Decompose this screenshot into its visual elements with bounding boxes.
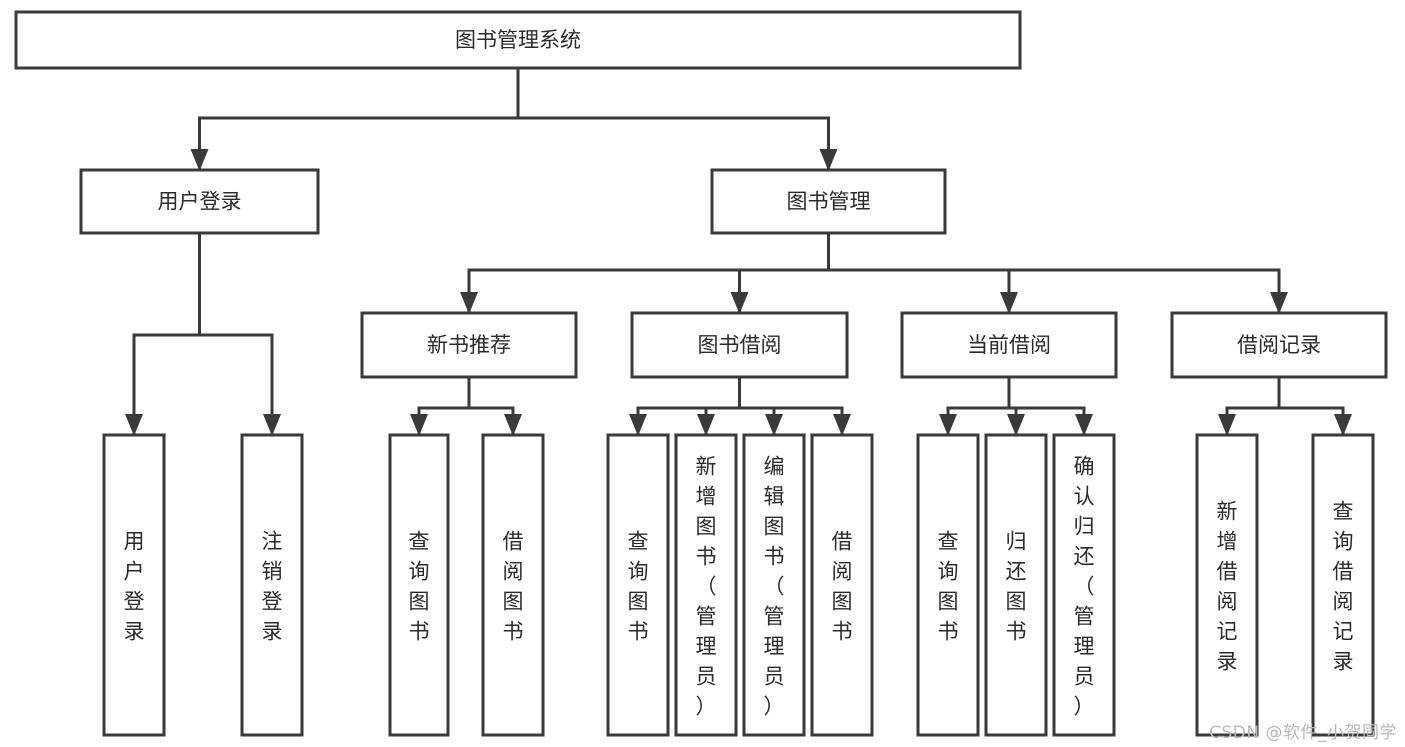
arrow-down-icon (190, 149, 209, 171)
arrow-down-icon (460, 292, 478, 314)
csdn-watermark: CSDN @软件_小贺同学 (1209, 723, 1397, 743)
arrow-down-icon (1075, 414, 1093, 436)
node-box[interactable] (1195, 433, 1259, 737)
node-l3-0[interactable]: 新书推荐 (360, 311, 578, 379)
node-label: 查询借阅记录 (1333, 499, 1354, 673)
node-leaf-7[interactable]: 借阅图书 (810, 433, 874, 737)
node-box[interactable] (79, 168, 320, 235)
arrow-down-icon (1334, 414, 1352, 436)
node-box[interactable] (360, 311, 578, 379)
arrow-down-icon (1007, 414, 1025, 436)
arrow-down-icon (504, 414, 522, 436)
node-box[interactable] (1311, 433, 1375, 737)
node-label: 新增图书（管理员） (696, 454, 717, 718)
node-l2-1[interactable]: 图书管理 (710, 168, 947, 235)
arrow-down-icon (263, 414, 281, 436)
arrow-down-icon (833, 414, 851, 436)
node-label: 新书推荐 (427, 333, 511, 357)
node-box[interactable] (900, 311, 1118, 379)
node-label: 查询图书 (409, 529, 430, 643)
node-leaf-11[interactable]: 新增借阅记录 (1195, 433, 1259, 737)
node-label: 借阅图书 (503, 529, 524, 643)
node-label: 用户登录 (158, 190, 242, 214)
node-l3-3[interactable]: 借阅记录 (1170, 311, 1388, 379)
node-box[interactable] (916, 433, 980, 737)
arrow-down-icon (939, 414, 957, 436)
node-label: 归还图书 (1006, 529, 1027, 643)
node-box[interactable] (1052, 433, 1116, 737)
node-label: 图书借阅 (698, 333, 782, 357)
node-box[interactable] (984, 433, 1048, 737)
node-leaf-1[interactable]: 注销登录 (240, 433, 304, 737)
node-leaf-9[interactable]: 归还图书 (984, 433, 1048, 737)
arrow-down-icon (1218, 414, 1236, 436)
node-label: 借阅记录 (1237, 333, 1321, 357)
arrow-down-icon (629, 414, 647, 436)
node-box[interactable] (742, 433, 806, 737)
node-label: 新增借阅记录 (1217, 499, 1238, 673)
node-label: 查询图书 (628, 529, 649, 643)
node-l3-1[interactable]: 图书借阅 (630, 311, 849, 379)
arrow-down-icon (697, 414, 715, 436)
node-box[interactable] (710, 168, 947, 235)
node-box[interactable] (102, 433, 166, 737)
node-box[interactable] (240, 433, 304, 737)
arrow-down-icon (765, 414, 783, 436)
node-l3-2[interactable]: 当前借阅 (900, 311, 1118, 379)
node-leaf-10[interactable]: 确认归还（管理员） (1052, 433, 1116, 737)
node-box[interactable] (388, 433, 450, 737)
node-label: 注销登录 (262, 529, 283, 643)
node-leaf-2[interactable]: 查询图书 (388, 433, 450, 737)
node-label: 用户登录 (124, 529, 145, 643)
nodes-layer: 图书管理系统用户登录图书管理新书推荐图书借阅当前借阅借阅记录用户登录注销登录查询… (14, 10, 1388, 737)
node-leaf-3[interactable]: 借阅图书 (481, 433, 545, 737)
arrow-down-icon (1270, 292, 1288, 314)
node-box[interactable] (810, 433, 874, 737)
node-leaf-5[interactable]: 新增图书（管理员） (674, 433, 738, 737)
arrow-down-icon (125, 414, 143, 436)
node-label: 当前借阅 (967, 333, 1051, 357)
arrow-down-icon (819, 149, 838, 171)
node-label: 图书管理 (787, 190, 871, 214)
node-box[interactable] (481, 433, 545, 737)
node-leaf-6[interactable]: 编辑图书（管理员） (742, 433, 806, 737)
node-leaf-4[interactable]: 查询图书 (606, 433, 670, 737)
arrow-down-icon (730, 292, 749, 314)
arrow-down-icon (410, 414, 428, 436)
node-label: 图书管理系统 (455, 28, 581, 52)
node-label: 查询图书 (938, 529, 959, 643)
node-box[interactable] (674, 433, 738, 737)
node-l2-0[interactable]: 用户登录 (79, 168, 320, 235)
node-leaf-12[interactable]: 查询借阅记录 (1311, 433, 1375, 737)
node-label: 确认归还（管理员） (1074, 454, 1095, 718)
node-box[interactable] (14, 10, 1022, 70)
edges-layer (125, 66, 1352, 436)
node-label: 编辑图书（管理员） (764, 454, 785, 718)
node-leaf-0[interactable]: 用户登录 (102, 433, 166, 737)
node-root-0[interactable]: 图书管理系统 (14, 10, 1022, 70)
node-box[interactable] (606, 433, 670, 737)
node-box[interactable] (1170, 311, 1388, 379)
node-leaf-8[interactable]: 查询图书 (916, 433, 980, 737)
node-box[interactable] (630, 311, 849, 379)
node-label: 借阅图书 (832, 529, 853, 643)
arrow-down-icon (1000, 292, 1018, 314)
